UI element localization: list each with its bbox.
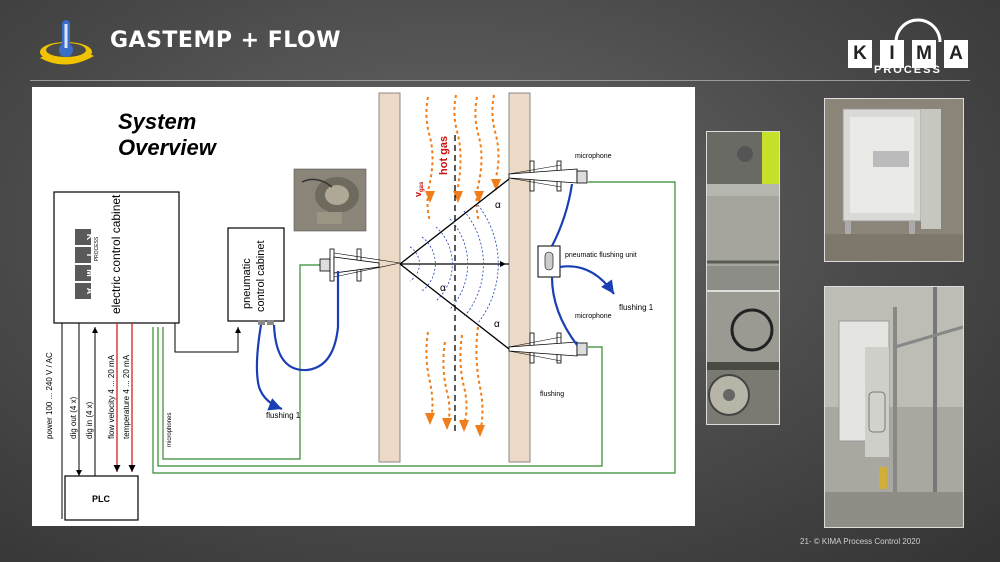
- pneumatic-control-cabinet: [227, 227, 285, 322]
- cabinet-logo-i: I: [85, 254, 95, 257]
- right-transducer-bottom: [508, 332, 588, 364]
- system-overview-diagram: System Overview K I M A PROCESS electric…: [32, 87, 695, 526]
- microphone-bottom-label: microphone: [575, 313, 612, 320]
- cabinet-logo-k: K: [85, 234, 95, 241]
- footer-copyright: 21- © KIMA Process Control 2020: [800, 537, 921, 546]
- logo-letter-k: K: [848, 40, 872, 68]
- diagram-heading-line2: Overview: [118, 135, 218, 160]
- hot-gas-flow-arrows: [425, 94, 501, 437]
- cabinet-logo-m: M: [85, 269, 95, 277]
- logo-letter-m: M: [912, 40, 936, 68]
- microphone-top-label: microphone: [575, 153, 612, 160]
- flow-velocity-label: flow velocity 4 ... 20 mA: [107, 354, 116, 439]
- pneumatic-flushing-unit-label: pneumatic flushing unit: [565, 252, 637, 259]
- photo-pneumatic-unit: [824, 286, 964, 528]
- logo-control-text: CONTROL: [944, 62, 964, 67]
- dig-out-label: dig out (4 x): [69, 396, 78, 439]
- cabinet-link-line: [174, 323, 241, 353]
- flushing-pipes: [255, 183, 615, 411]
- kima-process-control-logo: K I M A PROCESS CONTROL: [848, 14, 972, 76]
- hot-gas-label: hot gas: [438, 136, 450, 175]
- cabinet-logo-process: PROCESS: [94, 236, 100, 261]
- duct-wall-right: [508, 92, 531, 463]
- diagram-heading-line1: System: [118, 109, 196, 134]
- logo-letter-i: I: [880, 40, 904, 68]
- microphones-label: microphones: [167, 413, 173, 447]
- photo-installation-duct-top: [706, 131, 780, 291]
- alpha-bottom: α: [494, 319, 500, 330]
- power-label: power 100 ... 240 V / AC: [45, 352, 54, 439]
- left-transducer: [319, 248, 401, 282]
- electric-cabinet-label: electric control cabinet: [109, 194, 123, 314]
- alpha-top: α: [495, 200, 501, 211]
- pneumatic-cabinet-label-1: pneumatic: [241, 258, 253, 309]
- microphone-line-left: [162, 264, 320, 460]
- sound-wave-arcs: [409, 204, 499, 324]
- v-gas-label: vgas: [413, 181, 425, 197]
- gastemp-logo-icon: [40, 20, 94, 65]
- flushing-label: flushing: [540, 391, 564, 398]
- plc-box: [64, 475, 139, 521]
- page-title: GASTEMP + FLOW: [110, 28, 341, 53]
- logo-letter-a: A: [944, 40, 968, 68]
- logo-process-text: PROCESS: [874, 64, 942, 76]
- right-transducer-top: [508, 160, 588, 192]
- cabinet-logo-a: A: [85, 288, 95, 295]
- logo-arc-icon: [894, 18, 942, 43]
- photo-electric-cabinet-open: [824, 98, 964, 262]
- microphone-line-top: [152, 181, 676, 474]
- temperature-label: temperature 4 ... 20 mA: [122, 354, 131, 439]
- alpha-center: α: [440, 283, 446, 294]
- photo-transducer-flange: [706, 291, 780, 425]
- plc-label: PLC: [92, 494, 111, 504]
- flushing-right-label: flushing 1: [619, 303, 654, 312]
- microphone-line-bottom: [157, 327, 603, 467]
- dig-in-label: dig in (4 x): [85, 401, 94, 439]
- cabinet-kima-logo: K I M A PROCESS: [75, 229, 100, 299]
- header-divider: [30, 80, 970, 81]
- transducer-photo: [293, 168, 367, 232]
- pneumatic-cabinet-label-2: control cabinet: [255, 240, 267, 312]
- duct-wall-left: [378, 92, 401, 463]
- flushing-left-label: flushing 1: [266, 411, 301, 420]
